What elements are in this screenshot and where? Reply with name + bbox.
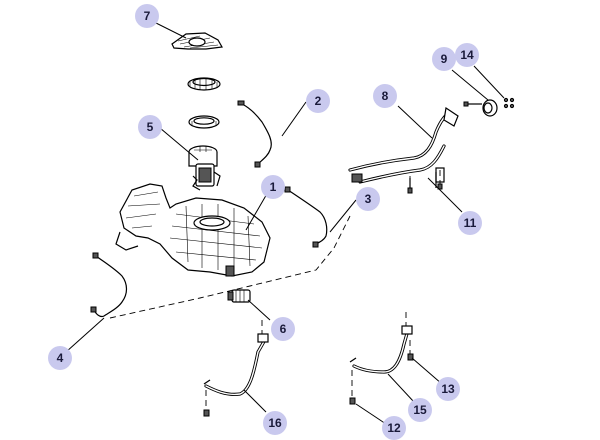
callout-13: 13 xyxy=(436,377,460,401)
part-14-fasteners xyxy=(503,97,515,109)
part-11-bolts xyxy=(407,170,443,194)
callout-14: 14 xyxy=(455,43,479,67)
part-13-bolt xyxy=(407,340,414,361)
leader-16 xyxy=(243,389,267,413)
callout-7: 7 xyxy=(135,4,159,28)
part-12-bolt xyxy=(349,370,356,405)
leader-14 xyxy=(473,65,505,99)
leader-4 xyxy=(65,317,105,353)
part-5-fuel-pump-module xyxy=(188,145,221,191)
callout-6: 6 xyxy=(271,317,295,341)
svg-text:2: 2 xyxy=(315,94,322,108)
leader-15 xyxy=(387,373,415,403)
leader-12 xyxy=(355,403,387,425)
part-9-cap xyxy=(463,99,498,117)
part-15-strap xyxy=(349,312,413,374)
callout-3: 3 xyxy=(356,187,380,211)
leader-2 xyxy=(281,101,307,137)
svg-text:5: 5 xyxy=(147,120,154,134)
callout-11: 11 xyxy=(458,211,482,235)
leader-7 xyxy=(153,21,187,39)
part-7-cover xyxy=(171,32,223,50)
svg-text:7: 7 xyxy=(144,9,151,23)
callout-15: 15 xyxy=(408,398,432,422)
routing-dash-line xyxy=(109,215,351,319)
svg-text:8: 8 xyxy=(382,89,389,103)
leader-8 xyxy=(397,105,433,139)
callout-8: 8 xyxy=(373,84,397,108)
svg-text:9: 9 xyxy=(441,52,448,66)
leader-1 xyxy=(245,191,269,231)
svg-text:16: 16 xyxy=(268,416,282,430)
svg-text:14: 14 xyxy=(460,48,474,62)
part-1-fuel-tank xyxy=(115,183,271,277)
callout-1: 1 xyxy=(261,175,285,199)
leader-13 xyxy=(411,357,443,385)
callout-16: 16 xyxy=(263,411,287,435)
part-16-strap xyxy=(203,320,269,417)
callout-4: 4 xyxy=(48,346,72,370)
callout-12: 12 xyxy=(382,416,406,440)
lock-ring xyxy=(187,77,221,91)
part-2-harness xyxy=(237,100,272,168)
svg-text:4: 4 xyxy=(57,351,64,365)
part-3-harness xyxy=(284,186,328,248)
leader-11 xyxy=(427,177,463,213)
svg-text:3: 3 xyxy=(365,192,372,206)
leader-5 xyxy=(159,127,199,161)
svg-text:15: 15 xyxy=(413,403,427,417)
svg-text:1: 1 xyxy=(270,180,277,194)
callout-9: 9 xyxy=(432,47,456,71)
svg-text:6: 6 xyxy=(280,322,287,336)
callout-2: 2 xyxy=(306,89,330,113)
svg-text:11: 11 xyxy=(464,216,477,230)
callout-5: 5 xyxy=(138,115,162,139)
part-4-harness xyxy=(90,252,128,318)
leader-6 xyxy=(247,299,271,321)
leader-9 xyxy=(451,69,489,101)
svg-text:13: 13 xyxy=(441,382,455,396)
leader-3 xyxy=(329,199,357,233)
svg-text:12: 12 xyxy=(387,421,401,435)
seal-ring xyxy=(188,115,220,129)
part-8-filler-neck xyxy=(348,106,459,192)
part-6-filter xyxy=(227,289,251,303)
